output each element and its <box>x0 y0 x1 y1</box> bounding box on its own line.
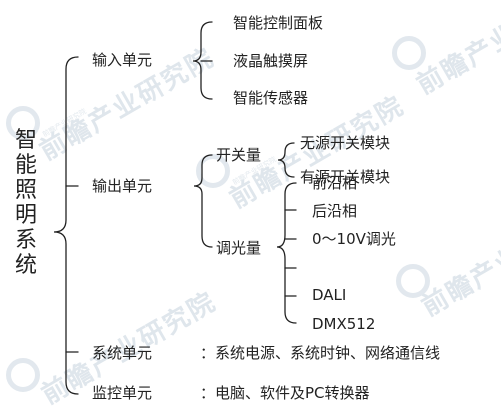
input-brace <box>192 21 213 100</box>
main-brace <box>53 56 79 395</box>
dimming-item-trailing-edge: 后沿相 <box>312 202 358 220</box>
switch-brace <box>277 142 295 178</box>
input-item-control-panel: 智能控制面板 <box>233 14 324 32</box>
switch-item-passive-module: 无源开关模块 <box>300 134 391 152</box>
input-item-touch-screen: 液晶触摸屏 <box>233 52 309 70</box>
output-brace <box>193 154 213 248</box>
root-char: 系 <box>14 228 37 253</box>
node-monitor-unit: 监控单元 <box>92 384 153 402</box>
watermark-logo-icon <box>196 154 230 188</box>
node-input-unit: 输入单元 <box>92 51 153 69</box>
root-char: 统 <box>14 253 37 278</box>
root-char: 照 <box>14 178 37 203</box>
dimming-brace <box>276 182 297 324</box>
root-node-smart-lighting-system: 智 能 照 明 系 统 <box>14 128 38 278</box>
monitor-unit-detail: ：电脑、软件及PC转换器 <box>200 384 370 402</box>
watermark-logo-icon <box>6 106 40 140</box>
input-item-sensor: 智能传感器 <box>233 89 309 107</box>
dimming-item-leading-edge: 前沿相 <box>312 174 358 192</box>
root-char: 明 <box>14 203 37 228</box>
output-group-switch: 开关量 <box>216 146 262 164</box>
watermark-logo-icon <box>396 264 430 298</box>
system-unit-detail: ：系统电源、系统时钟、网络通信线 <box>200 344 441 362</box>
root-char: 能 <box>14 153 37 178</box>
root-char: 智 <box>14 128 37 153</box>
node-output-unit: 输出单元 <box>92 177 153 195</box>
dimming-item-dmx512: DMX512 <box>312 315 376 333</box>
dimming-item-0-10v: 0～10V调光 <box>312 230 396 248</box>
dimming-item-dali: DALI <box>312 286 347 304</box>
switch-item-active-module: 有源开关模块 <box>300 168 391 186</box>
watermark-logo-icon <box>392 36 426 70</box>
watermark-logo-icon <box>6 358 40 392</box>
node-system-unit: 系统单元 <box>92 344 153 362</box>
output-group-dimming: 调光量 <box>216 239 262 257</box>
